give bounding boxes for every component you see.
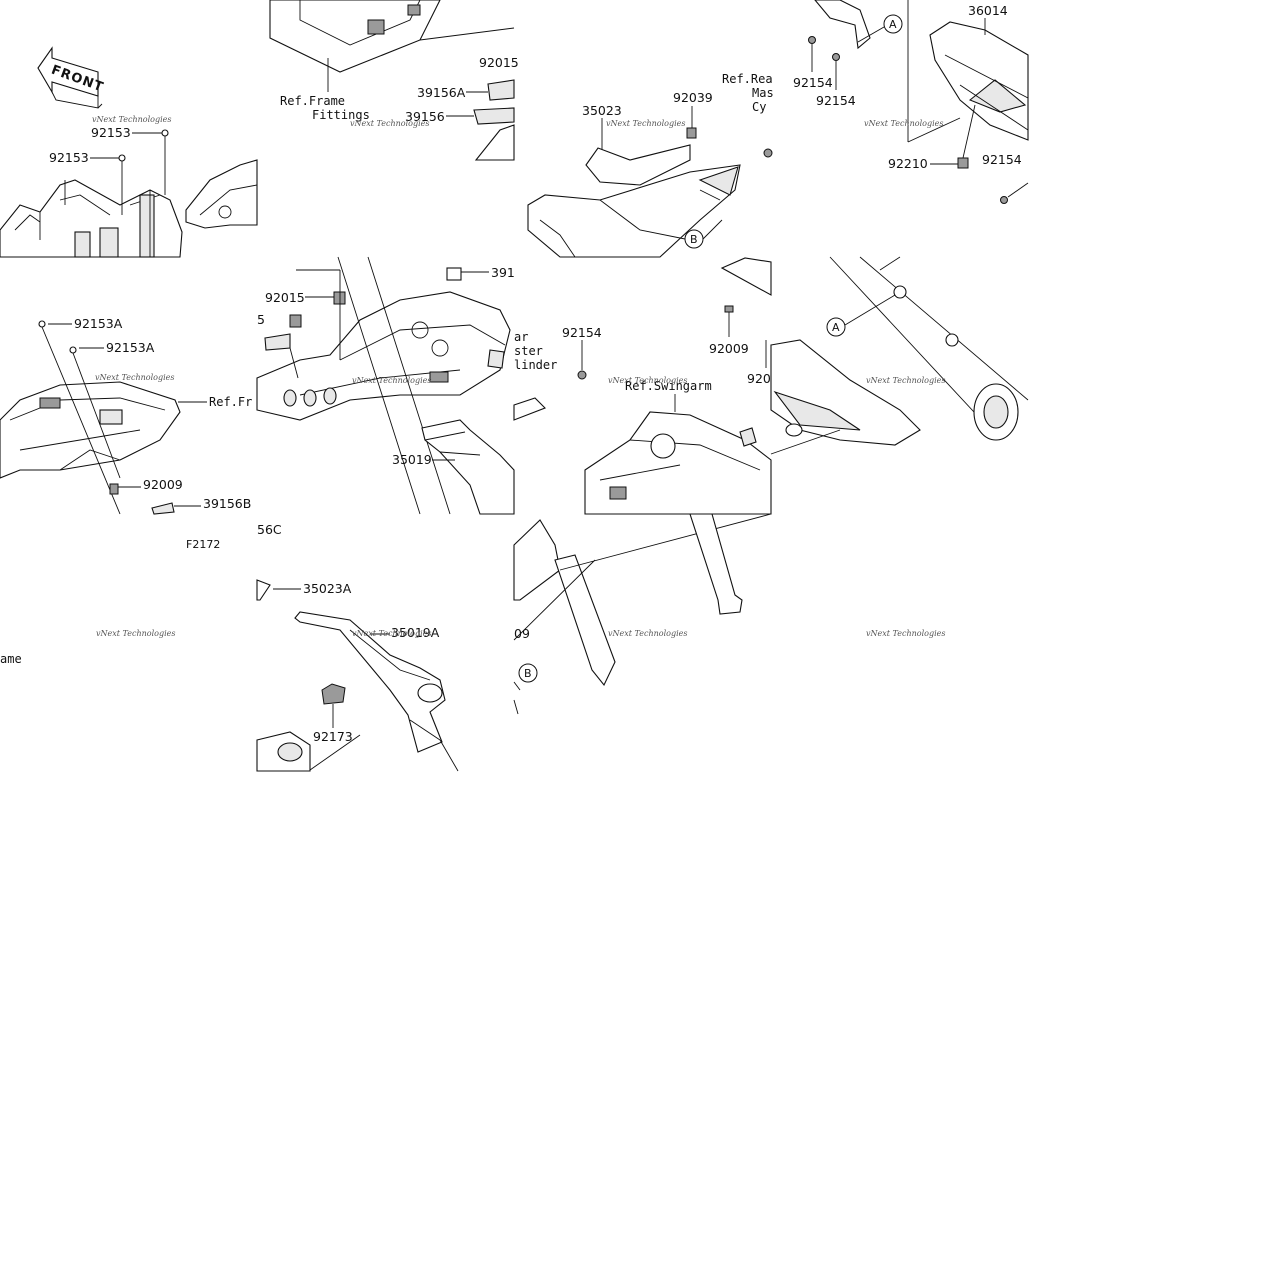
rear-box-part bbox=[269, 0, 515, 73]
callout-b-bottom: B bbox=[524, 667, 532, 680]
part-label-35023A: 35023A bbox=[303, 581, 352, 596]
watermark-7: vNext Technologies bbox=[608, 376, 687, 385]
part-label-35019: 35019 bbox=[392, 452, 432, 467]
part-label-09: 09 bbox=[514, 626, 530, 641]
part-label-92154-d: 92154 bbox=[562, 325, 602, 340]
ref-swingarm: Ref.Swingarm bbox=[625, 379, 712, 393]
watermark-4: vNext Technologies bbox=[864, 119, 943, 128]
part-label-92015-b: 92015 bbox=[265, 290, 305, 305]
chain-guard-part bbox=[770, 256, 1029, 455]
part-label-92210: 92210 bbox=[888, 156, 928, 171]
part-label-92153A-a: 92153A bbox=[74, 316, 123, 331]
ref-linder: linder bbox=[514, 358, 557, 372]
swingarm-part bbox=[584, 411, 772, 515]
callout-b-top: B bbox=[690, 233, 698, 246]
callout-a-top: A bbox=[889, 18, 897, 31]
part-label-5: 5 bbox=[257, 312, 265, 327]
ref-ame: ame bbox=[0, 652, 22, 666]
part-label-92039: 92039 bbox=[673, 90, 713, 105]
under-tray-part bbox=[0, 381, 181, 479]
part-label-36014: 36014 bbox=[968, 3, 1008, 18]
watermark-8: vNext Technologies bbox=[866, 376, 945, 385]
ref-rear-master-line3: Cy bbox=[752, 100, 766, 114]
bolt-92153-a bbox=[161, 129, 169, 195]
front-direction-arrow: FRONT bbox=[37, 46, 106, 109]
ref-frame-fittings-line1: Ref.Frame bbox=[280, 94, 345, 108]
cowl-fragment bbox=[185, 159, 258, 229]
part-label-92009-b: 92009 bbox=[709, 341, 749, 356]
seat-tray-part bbox=[0, 179, 183, 258]
watermark-3: vNext Technologies bbox=[606, 119, 685, 128]
watermark-6: vNext Technologies bbox=[352, 376, 431, 385]
part-label-92015-a: 92015 bbox=[479, 55, 519, 70]
callout-a-bottom: A bbox=[832, 321, 840, 334]
watermark-1: vNext Technologies bbox=[92, 115, 171, 124]
bracket-35019A-part bbox=[294, 611, 446, 753]
part-label-92009-a: 92009 bbox=[143, 477, 183, 492]
watermark-2: vNext Technologies bbox=[350, 119, 429, 128]
bracket-35019-part bbox=[421, 419, 515, 515]
watermark-9: vNext Technologies bbox=[96, 629, 175, 638]
ref-rear-master-line2: Mas bbox=[752, 86, 774, 100]
ref-ster: ster bbox=[514, 344, 543, 358]
watermark-10: vNext Technologies bbox=[352, 629, 431, 638]
ref-ar: ar bbox=[514, 330, 528, 344]
bracket-36014-part bbox=[814, 0, 1029, 141]
diagram-code: F2172 bbox=[186, 538, 220, 551]
part-label-92173: 92173 bbox=[313, 729, 353, 744]
part-label-39156A: 39156A bbox=[417, 85, 466, 100]
part-label-920: 920 bbox=[747, 371, 771, 386]
part-label-391: 391 bbox=[491, 265, 515, 280]
part-label-39156: 39156 bbox=[405, 109, 445, 124]
part-label-92154-a: 92154 bbox=[793, 75, 833, 90]
ref-frame-fittings-line2: Fittings bbox=[312, 108, 370, 122]
part-label-56C: 56C bbox=[257, 522, 282, 537]
part-label-92154-b: 92154 bbox=[816, 93, 856, 108]
part-label-92153-a: 92153 bbox=[91, 125, 131, 140]
watermark-12: vNext Technologies bbox=[866, 629, 945, 638]
watermark-group: vNext Technologies vNext Technologies vN… bbox=[92, 115, 945, 638]
watermark-11: vNext Technologies bbox=[608, 629, 687, 638]
part-label-92153-b: 92153 bbox=[49, 150, 89, 165]
rear-fender-part bbox=[256, 256, 511, 515]
ref-rear-master-line1: Ref.Rea bbox=[722, 72, 773, 86]
part-label-92154-c: 92154 bbox=[982, 152, 1022, 167]
part-label-39156B: 39156B bbox=[203, 496, 251, 511]
watermark-5: vNext Technologies bbox=[95, 373, 174, 382]
part-label-35019A: 35019A bbox=[391, 625, 440, 640]
part-label-35023: 35023 bbox=[582, 103, 622, 118]
part-label-92153A-b: 92153A bbox=[106, 340, 155, 355]
ref-fr: Ref.Fr bbox=[209, 395, 252, 409]
